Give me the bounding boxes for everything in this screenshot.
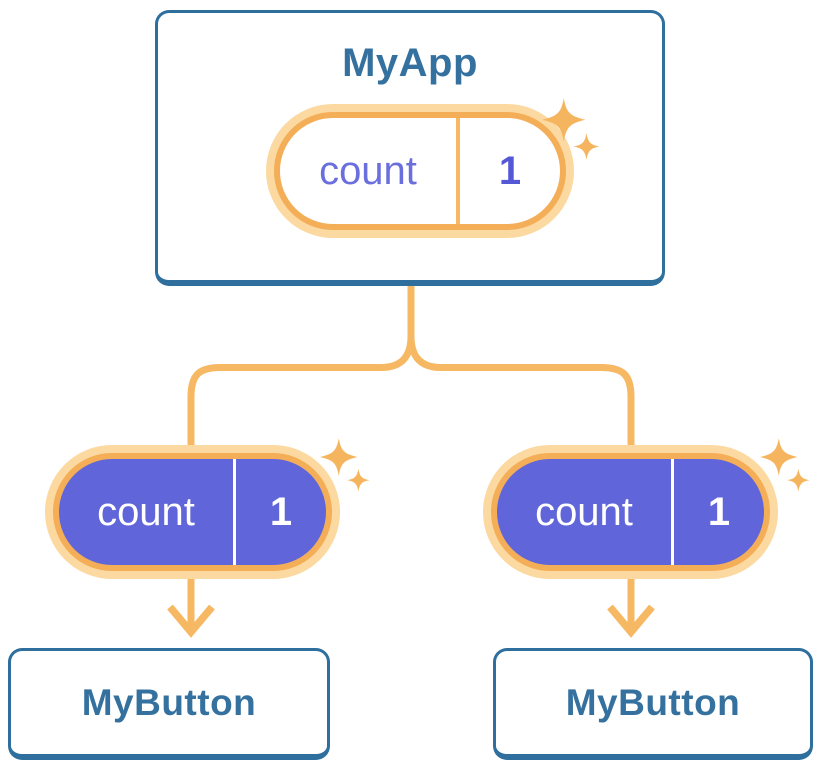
state-value-label: 1 xyxy=(498,148,522,193)
root-component-card: MyApp count 1 xyxy=(155,10,665,286)
child-component-title: MyButton xyxy=(81,681,257,723)
state-value-label: 1 xyxy=(269,489,293,534)
arrowhead-right-icon xyxy=(607,604,655,638)
arrowhead-left-icon xyxy=(167,604,215,638)
state-name-label: count xyxy=(319,148,417,193)
child-component-card-left: MyButton xyxy=(8,648,330,760)
state-name-label: count xyxy=(535,489,633,534)
child-state-pill-left: count 1 xyxy=(45,445,340,579)
root-state-pill-body: count 1 xyxy=(274,112,566,230)
child-state-pill-left-body: count 1 xyxy=(53,453,332,571)
child-component-card-right: MyButton xyxy=(493,648,813,760)
root-component-title: MyApp xyxy=(342,41,478,85)
child-component-title: MyButton xyxy=(565,681,741,723)
root-state-pill: count 1 xyxy=(266,104,574,238)
state-name-label: count xyxy=(97,489,195,534)
state-value-label: 1 xyxy=(707,489,731,534)
pill-divider xyxy=(671,459,674,565)
child-state-pill-right: count 1 xyxy=(483,445,778,579)
child-state-pill-right-body: count 1 xyxy=(491,453,770,571)
pill-divider xyxy=(456,118,460,224)
